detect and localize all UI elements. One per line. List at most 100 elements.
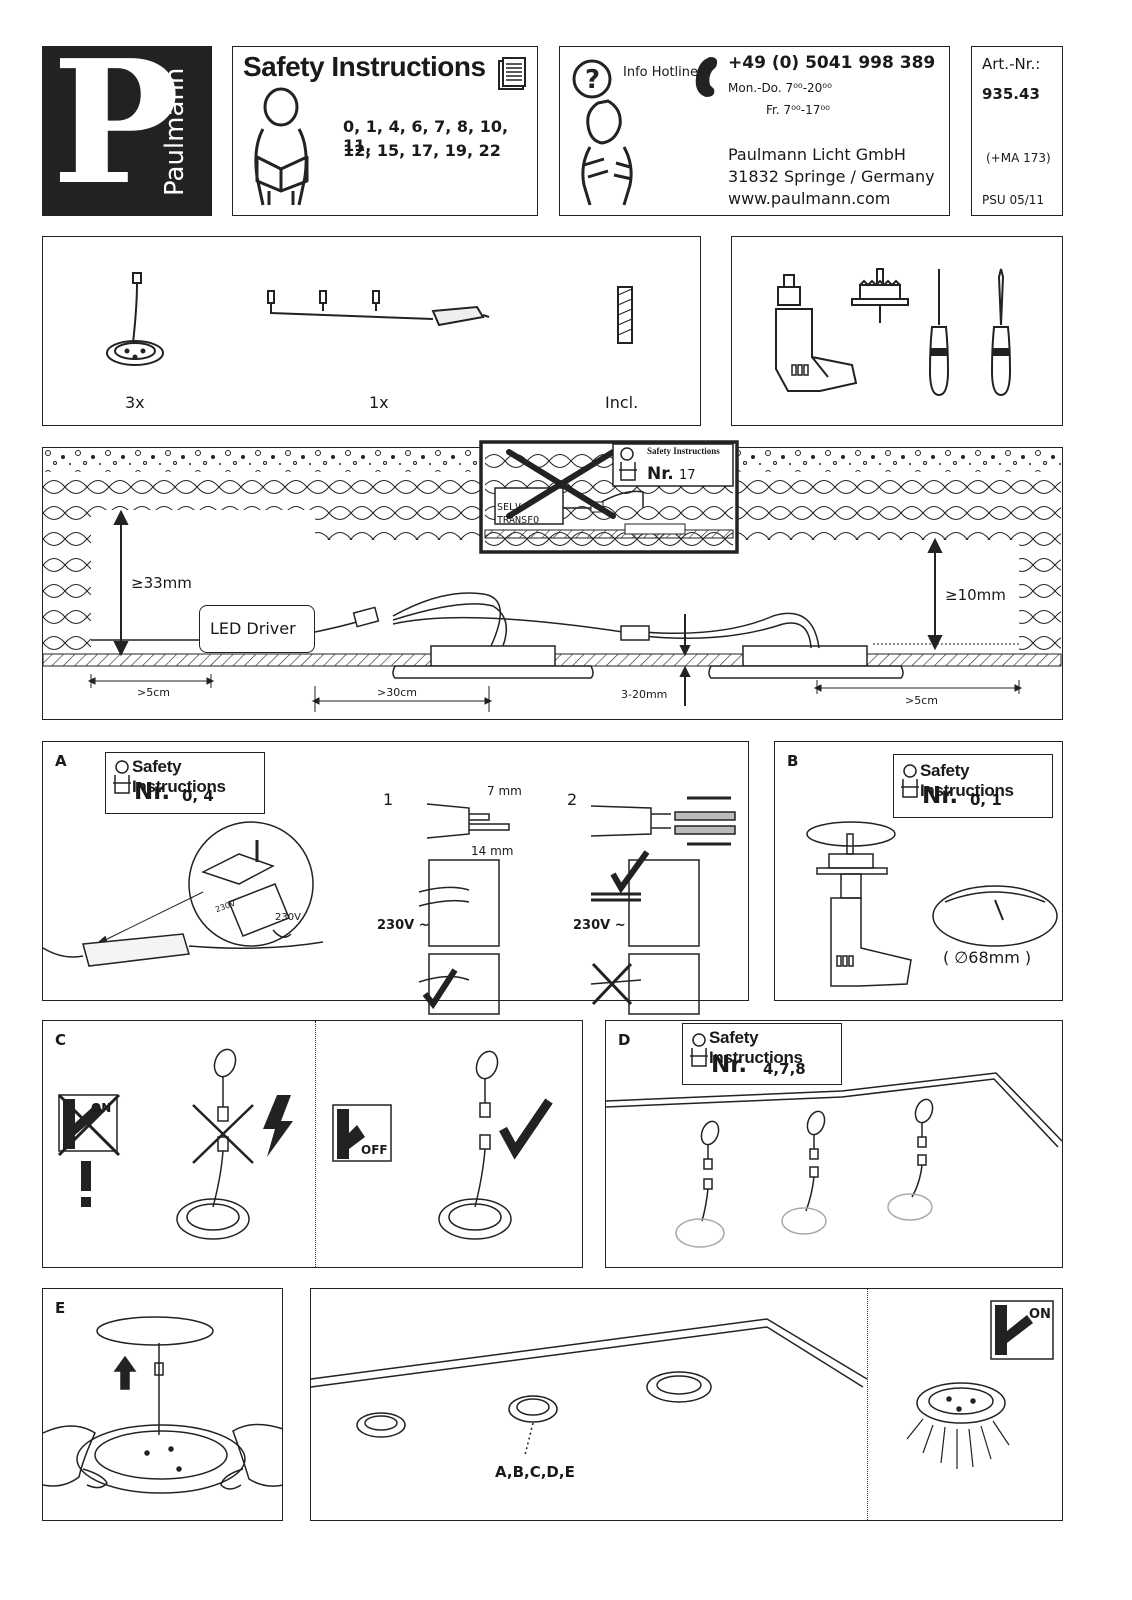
section-b: B Safety Instructions Nr. 0, 1 ( ∅68mm ) [774,741,1063,1001]
selv-label: SELV [497,502,522,513]
section-d-letter: D [618,1031,631,1049]
article-ma: (+MA 173) [986,151,1051,165]
strip-length-short: 7 mm [487,784,522,798]
ceiling-installed-lamps [310,1318,868,1456]
steps-reference: A,B,C,D,E [495,1463,575,1481]
lamp-connect-check [438,1050,553,1240]
step-1-label: 1 [383,790,394,809]
hotline-hours-weekdays: Mon.-Do. 7⁰⁰-20⁰⁰ [728,81,832,95]
company-address: 31832 Springe / Germany [728,167,935,186]
hotline-hours-friday: Fr. 7⁰⁰-17⁰⁰ [766,103,830,117]
question-person-icon: ? [572,59,633,206]
step-2-label: 2 [567,790,578,809]
section-a-safety-title: Safety Instructions [132,757,226,796]
switch-off-icon [332,1104,392,1162]
reading-person-icon [254,87,309,206]
lamp-icon [106,272,164,366]
inset-safety-nr: Nr. [647,464,674,484]
switch-on-crossed-icon [57,1093,121,1207]
document-icon [498,57,526,90]
height-min-label: ≥33mm [131,574,192,592]
article-psu: PSU 05/11 [982,193,1045,207]
section-d-safety-title: Safety Instructions [709,1028,803,1067]
package-contents: 3x 1x Incl. [42,236,701,426]
section-c: C ON OFF [42,1020,583,1268]
section-a-safety-nr: Nr. [134,779,171,805]
section-c-divider [315,1021,316,1267]
safety-title: Safety Instructions [243,51,486,82]
logo-letter: P [52,23,180,223]
reading-person-icon [901,764,919,798]
safety-instructions-box: Safety Instructions 0, 1, 4, 6, 7, 8, 10… [232,46,538,216]
wall-plug-quantity: Incl. [605,393,639,412]
reading-person-icon [690,1033,708,1067]
reading-person-icon [113,760,131,794]
wire-insert-step [590,796,736,1015]
section-b-safety-nr: Nr. [922,783,959,809]
section-c-letter: C [55,1031,67,1049]
section-b-safety-title: Safety Instructions [920,761,1014,800]
final-divider [867,1289,868,1520]
section-b-letter: B [787,752,799,770]
hotline-phone: +49 (0) 5041 998 389 [728,53,936,73]
company-website: www.paulmann.com [728,189,891,208]
strip-length-long: 14 mm [471,844,514,858]
cable-quantity: 1x [369,393,389,412]
wall-plug-icon [617,286,633,344]
installation-diagram: Safety Instructions Nr. 17 SELV TRANSFO … [42,440,1063,720]
svg-text:?: ? [585,65,600,95]
terminal-voltage-2: 230V ~ [573,918,626,933]
company-name: Paulmann Licht GmbH [728,145,906,164]
inset-safety-num: 17 [679,468,696,483]
article-label: Art.-Nr.: [982,55,1041,73]
led-driver: LED Driver [199,605,315,653]
tools-required [731,236,1063,426]
inset-safety-title: Safety Instructions [647,446,720,456]
phillips-screwdriver-icon [990,268,1012,397]
lamp-disconnect-warning [176,1048,293,1240]
section-a: A Safety Instructions Nr. 0, 4 230V 230V… [42,741,749,1015]
section-e: E [42,1288,284,1521]
section-d-safety-num: 4,7,8 [763,1060,806,1078]
hole-saw-icon [851,268,909,323]
section-e-letter: E [55,1299,66,1317]
drill-icon [775,274,858,392]
hands-insert-lamp [42,1316,284,1494]
section-a-letter: A [55,752,67,770]
article-box: Art.-Nr.: 935.43 (+MA 173) PSU 05/11 [971,46,1063,216]
lamp-quantity: 3x [125,393,145,412]
ceiling-three-lamps [605,1072,1063,1248]
section-a-safety-badge: Safety Instructions Nr. 0, 4 [105,752,265,814]
flathead-screwdriver-icon [928,269,950,397]
switch-on-label: ON [91,1101,112,1115]
section-d-safety-badge: Safety Instructions Nr. 4,7,8 [682,1023,842,1085]
logo-brand-name: Paulmann [160,67,190,196]
switch-off-label: OFF [361,1143,388,1157]
wire-strip-step [418,803,510,1015]
driver-distance: >30cm [377,686,417,699]
cable-driver-icon [267,290,490,327]
safety-numbers-line1: 0, 1, 4, 6, 7, 8, 10, 11, [343,117,509,155]
paulmann-logo: P Paulmann [42,38,212,216]
article-number: 935.43 [982,85,1040,103]
section-d-safety-nr: Nr. [711,1052,748,1078]
final-installation: A,B,C,D,E ON [310,1288,1063,1521]
section-b-safety-num: 0, 1 [970,791,1002,809]
terminal-voltage-1: 230V ~ [377,918,430,933]
hotline-label: Info Hotline [623,65,699,80]
led-driver-label: LED Driver [210,619,296,638]
illuminated-lamp [906,1382,1010,1469]
ceiling-cross-section [42,440,1062,712]
ceiling-thickness: 3-20mm [621,688,668,701]
section-b-safety-badge: Safety Instructions Nr. 0, 1 [893,754,1053,818]
drilling-illustration [806,821,1058,987]
edge-distance-right: >5cm [905,694,938,707]
edge-distance-left: >5cm [137,686,170,699]
transfo-label: TRANSFO [497,515,540,526]
clearance-min-label: ≥10mm [945,586,1006,604]
hole-diameter: ( ∅68mm ) [943,948,1032,967]
section-d: D Safety Instructions Nr. 4,7,8 [605,1020,1063,1268]
switch-on-final-label: ON [1029,1307,1051,1322]
switch-on-icon [990,1300,1054,1360]
section-a-safety-num: 0, 4 [182,787,214,805]
